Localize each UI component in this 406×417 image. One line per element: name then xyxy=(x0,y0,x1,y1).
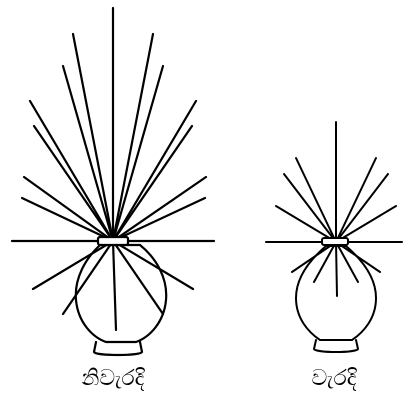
stem xyxy=(113,177,206,241)
stem xyxy=(33,241,113,289)
correct-arrangement-figure xyxy=(12,8,214,355)
vase-foot xyxy=(314,340,358,352)
vase-rim xyxy=(322,238,348,245)
stem xyxy=(24,177,113,241)
correct-label: නිවැරදි xyxy=(82,366,145,391)
stem xyxy=(113,241,163,314)
incorrect-label: වැරදි xyxy=(311,366,356,391)
stem xyxy=(63,66,113,241)
stems-group xyxy=(12,8,214,330)
stem xyxy=(113,241,193,289)
stem xyxy=(284,174,336,242)
incorrect-arrangement-figure xyxy=(266,122,402,352)
stem xyxy=(63,241,113,314)
stems-group xyxy=(266,122,402,296)
vase-foot xyxy=(94,342,142,355)
stem xyxy=(336,242,337,296)
vase-body xyxy=(76,245,166,342)
stem xyxy=(113,66,163,241)
stem xyxy=(336,174,388,242)
stem xyxy=(113,241,116,330)
vase-rim xyxy=(98,237,128,245)
